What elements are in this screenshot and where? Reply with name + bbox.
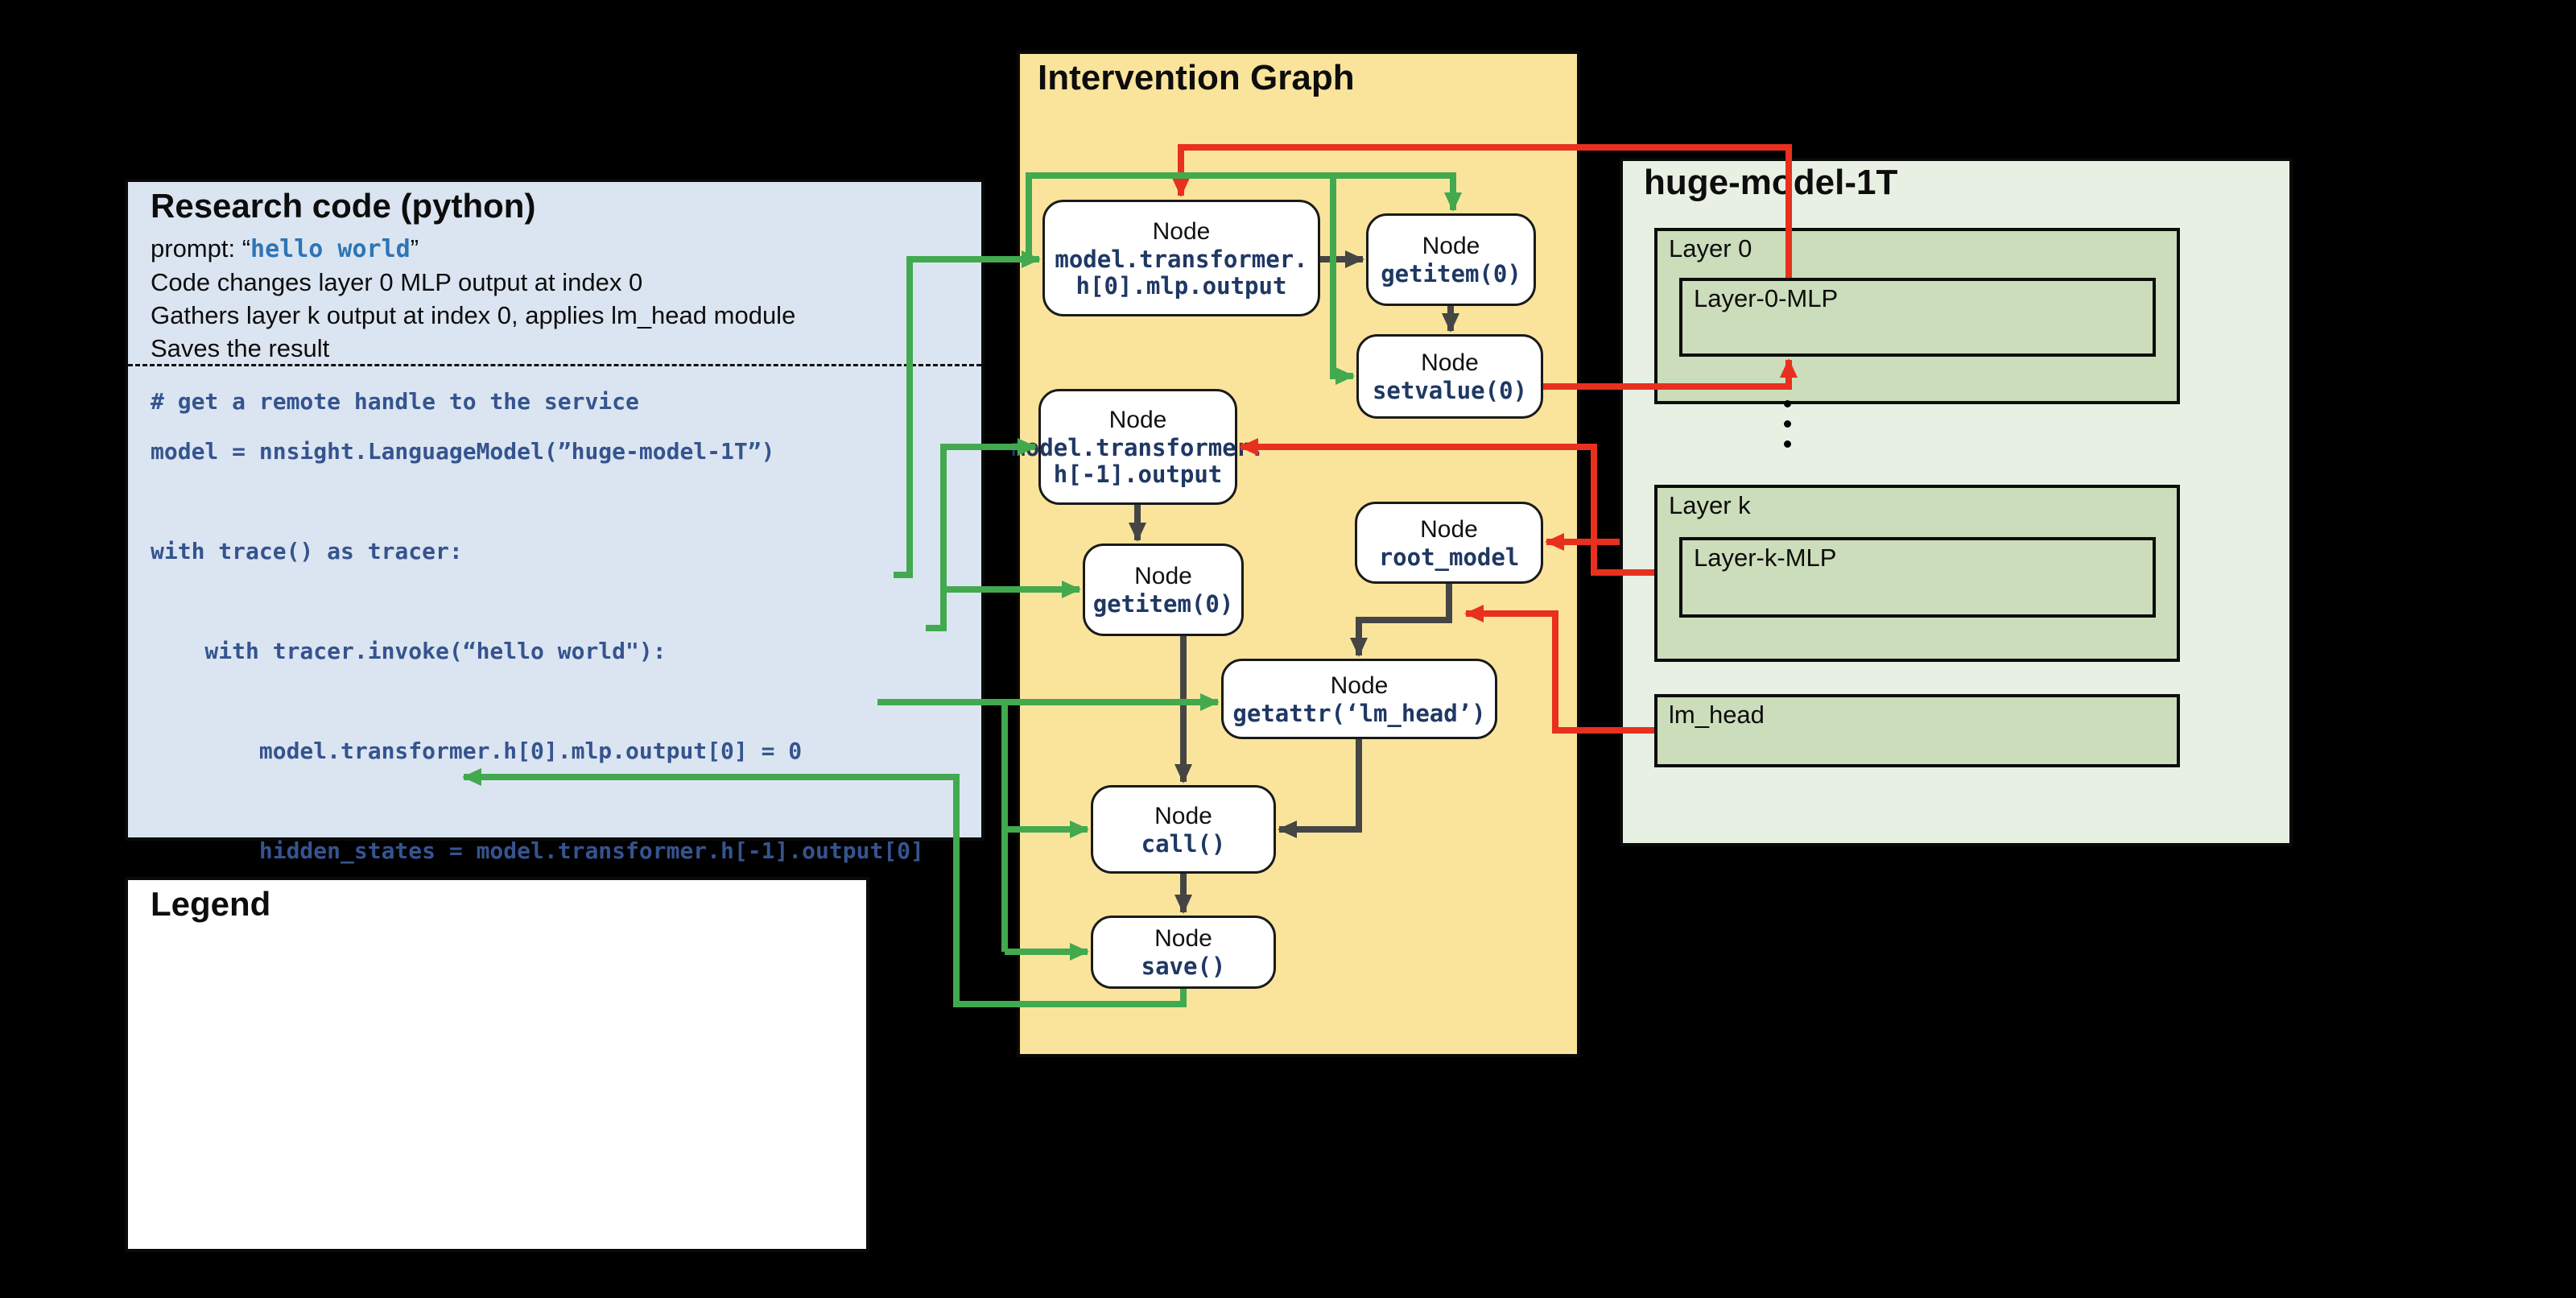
prompt-value: hello world: [250, 235, 411, 263]
huge-model-title: huge-model-1T: [1644, 163, 1898, 202]
ellipsis-dot: [1784, 400, 1791, 407]
prompt-prefix: prompt: “: [151, 234, 251, 262]
description-line: Code changes layer 0 MLP output at index…: [151, 268, 643, 296]
ellipsis-dot: [1784, 420, 1791, 428]
dashed-separator: [128, 364, 981, 366]
node-operation: getattr(‘lm_head’): [1232, 699, 1486, 727]
ellipsis-dot: [1784, 440, 1791, 448]
node-heading: Node: [1330, 672, 1389, 699]
node-operation: getitem(0): [1092, 590, 1234, 618]
node-heading: Node: [1154, 802, 1212, 829]
node-operation: call(): [1141, 829, 1226, 858]
node-heading: Node: [1152, 217, 1211, 245]
description-line: Gathers layer k output at index 0, appli…: [151, 301, 796, 329]
layer-k-label: Layer k: [1669, 491, 1751, 519]
code-description-block: prompt: “hello world” Code changes layer…: [151, 232, 795, 365]
prompt-suffix: ”: [410, 234, 419, 262]
legend-panel: Legend Interaction between user code and…: [125, 877, 869, 1252]
intervention-graph-title: Intervention Graph: [1038, 58, 1355, 97]
lm-head-label: lm_head: [1669, 701, 1765, 729]
node-heading: Node: [1421, 349, 1479, 376]
layer-0-mlp-label: Layer-0-MLP: [1694, 284, 1839, 312]
node-operation: getitem(0): [1381, 260, 1521, 287]
node-operation: model.transformer. h[0].mlp.output: [1055, 245, 1308, 300]
layer-0-label: Layer 0: [1669, 234, 1752, 262]
node-operation: root_model: [1378, 543, 1520, 571]
node-heading: Node: [1108, 407, 1167, 433]
description-line: Saves the result: [151, 334, 330, 362]
description-lines: Code changes layer 0 MLP output at index…: [151, 266, 795, 365]
node-heading: Node: [1420, 515, 1478, 543]
research-code-panel: Research code (python) prompt: “hello wo…: [125, 179, 985, 1114]
lm-head-box: lm_head: [1654, 694, 2180, 767]
node-heading: Node: [1134, 563, 1192, 589]
node-operation: save(): [1141, 953, 1226, 980]
node-heading: Node: [1422, 233, 1480, 259]
prompt-line: prompt: “hello world”: [151, 232, 795, 266]
node-heading: Node: [1154, 925, 1212, 952]
legend-title: Legend: [151, 885, 271, 923]
research-code-title: Research code (python): [151, 187, 536, 225]
layer-0-mlp-box: Layer-0-MLP: [1679, 278, 2156, 357]
layer-k-mlp-box: Layer-k-MLP: [1679, 537, 2156, 618]
node-operation: setvalue(0): [1372, 377, 1528, 404]
node-operation: model.transformer. h[-1].output: [1011, 434, 1265, 488]
layer-k-mlp-label: Layer-k-MLP: [1694, 544, 1837, 572]
